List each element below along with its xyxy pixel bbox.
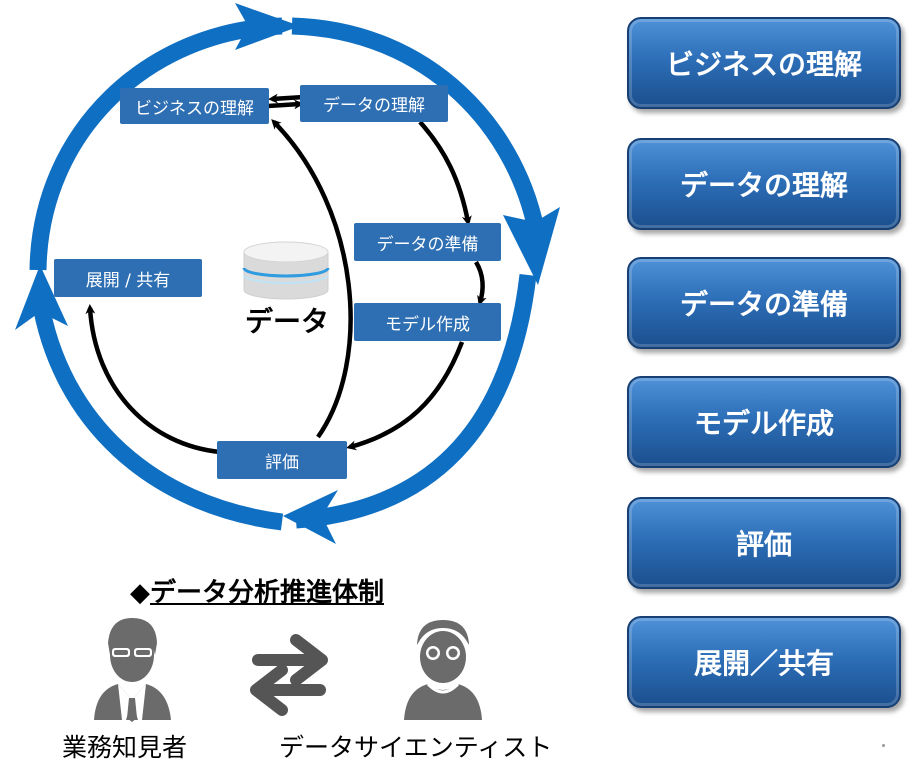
- arrow-eval-to-deploy: [85, 304, 221, 455]
- phase-evaluation: 評価: [627, 497, 901, 589]
- node-business-understanding: ビジネスの理解: [120, 88, 269, 124]
- arrow-eval-to-business: [271, 119, 353, 439]
- arrow-data-to-business: [268, 93, 305, 104]
- ring-segment-left-lower: [31, 298, 284, 531]
- phase-modeling: モデル作成: [627, 376, 901, 468]
- ring-arrowhead-bottom: [283, 490, 338, 544]
- phase-deployment: 展開／共有: [627, 616, 901, 708]
- phase-data-preparation: データの準備: [627, 257, 901, 349]
- data-scientist-label: データサイエンティスト: [279, 733, 553, 762]
- decorative-dot: [882, 744, 885, 747]
- node-deployment: 展開 / 共有: [54, 259, 202, 297]
- bullet-diamond: ◆: [130, 578, 150, 608]
- node-evaluation: 評価: [217, 441, 347, 479]
- team-title-text: データ分析推進体制: [150, 578, 385, 608]
- phase-business-understanding: ビジネスの理解: [627, 17, 901, 109]
- person-scientist-icon: [404, 620, 482, 720]
- ring-arrowhead-left: [15, 265, 68, 330]
- ring-segment-top: [29, 17, 283, 271]
- exchange-arrows-icon: [250, 634, 328, 716]
- center-data-label: データ: [244, 305, 329, 338]
- arrow-business-to-data: [267, 99, 304, 110]
- ring-segment-right-upper: [291, 17, 547, 242]
- person-businessman-icon: [94, 618, 171, 722]
- node-data-preparation: データの準備: [354, 223, 501, 261]
- node-modeling: モデル作成: [354, 303, 501, 341]
- outer-cycle-ring: [29, 17, 547, 531]
- ring-arrowhead-right: [503, 207, 560, 285]
- node-data-understanding: データの理解: [300, 85, 448, 122]
- team-section-title: ◆データ分析推進体制: [130, 572, 384, 609]
- phase-data-understanding: データの理解: [627, 138, 901, 230]
- database-icon: [242, 241, 330, 300]
- ring-segment-right-lower: [295, 274, 537, 529]
- arrow-model-to-eval: [346, 341, 465, 451]
- business-expert-label: 業務知見者: [62, 733, 188, 762]
- arrow-prep-to-model: [474, 260, 487, 306]
- arrow-data-to-prep: [418, 120, 472, 226]
- ring-arrowhead-top: [235, 3, 300, 50]
